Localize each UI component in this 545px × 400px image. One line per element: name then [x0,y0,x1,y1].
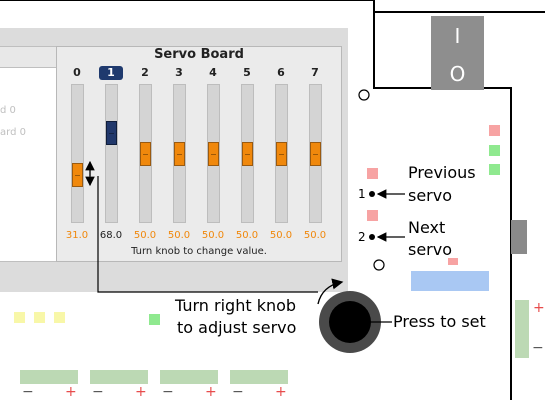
led-red-small [448,258,458,265]
hint-text: Turn knob to change value. [131,246,267,257]
led-red [489,125,500,136]
side-list-header [0,47,56,68]
servo-slider-track-0[interactable] [71,84,84,223]
power-switch[interactable]: I O [431,16,484,90]
servo-value-3: 50.0 [167,230,191,241]
servo-index-1[interactable]: 1 [99,66,123,80]
servo-slider-track-6[interactable] [275,84,288,223]
servo-index-2[interactable]: 2 [141,66,149,79]
servo-board-panel: Servo Board 0 31.0 1 68.0 2 50.0 3 50.0 4 50.0 5 50… [56,46,342,262]
terminal-plus: + [65,384,77,400]
panel-title: Servo Board [154,47,244,62]
side-list-item[interactable]: ard 0 [0,127,26,138]
knob-label-line2: to adjust servo [177,318,297,337]
servo-slider-track-5[interactable] [241,84,254,223]
servo-connector [230,370,288,384]
servo-index-3[interactable]: 3 [175,66,183,79]
servo-slider-handle-6[interactable] [276,142,287,166]
prev-number: 1 [358,187,366,201]
prev-label-line1: Previous [408,163,476,182]
prev-button-dot [369,191,375,197]
servo-index-5[interactable]: 5 [243,66,251,79]
servo-connector [90,370,148,384]
led-green [149,314,160,325]
knob-label-line1: Turn right knob [175,296,297,315]
servo-slider-handle-2[interactable] [140,142,151,166]
status-bar [411,271,489,291]
servo-value-0: 31.0 [65,230,89,241]
terminal-minus: − [232,384,244,400]
servo-slider-track-4[interactable] [207,84,220,223]
servo-slider-track-1[interactable] [105,84,118,223]
side-list[interactable]: d 0 ard 0 [0,46,57,262]
servo-slider-track-2[interactable] [139,84,152,223]
side-power-connector [515,300,529,358]
servo-slider-handle-1[interactable] [106,121,117,145]
servo-index-4[interactable]: 4 [209,66,217,79]
servo-index-6[interactable]: 6 [277,66,285,79]
prev-button[interactable] [367,168,378,179]
terminal-minus: − [532,340,544,356]
switch-on-label: I [454,24,461,48]
next-label-line1: Next [408,218,446,237]
next-button[interactable] [367,210,378,221]
side-connector [511,220,527,254]
terminal-plus: + [205,384,217,400]
switch-off-label: O [449,62,466,86]
led-yellow [34,312,45,323]
next-button-dot [369,234,375,240]
servo-connector [20,370,78,384]
servo-value-2: 50.0 [133,230,157,241]
servo-index-0[interactable]: 0 [73,66,81,79]
rotary-knob [329,301,371,343]
next-number: 2 [358,230,366,244]
servo-connector [160,370,218,384]
side-list-item[interactable]: d 0 [0,105,16,116]
servo-slider-handle-5[interactable] [242,142,253,166]
servo-slider-track-7[interactable] [309,84,322,223]
terminal-plus: + [135,384,147,400]
servo-index-7[interactable]: 7 [311,66,319,79]
servo-value-6: 50.0 [269,230,293,241]
terminal-plus: + [275,384,287,400]
led-yellow [14,312,25,323]
terminal-minus: − [92,384,104,400]
led-green [489,164,500,175]
servo-slider-handle-7[interactable] [310,142,321,166]
servo-slider-handle-3[interactable] [174,142,185,166]
terminal-plus: + [533,300,545,316]
terminal-minus: − [162,384,174,400]
servo-value-7: 50.0 [303,230,327,241]
press-label: Press to set [393,312,486,331]
led-green [489,145,500,156]
terminal-minus: − [22,384,34,400]
servo-value-5: 50.0 [235,230,259,241]
servo-value-4: 50.0 [201,230,225,241]
servo-value-1: 68.0 [99,230,123,241]
servo-slider-handle-4[interactable] [208,142,219,166]
next-label-line2: servo [408,240,453,259]
servo-slider-handle-0[interactable] [72,163,83,187]
led-yellow [54,312,65,323]
servo-slider-track-3[interactable] [173,84,186,223]
prev-label-line2: servo [408,186,453,205]
